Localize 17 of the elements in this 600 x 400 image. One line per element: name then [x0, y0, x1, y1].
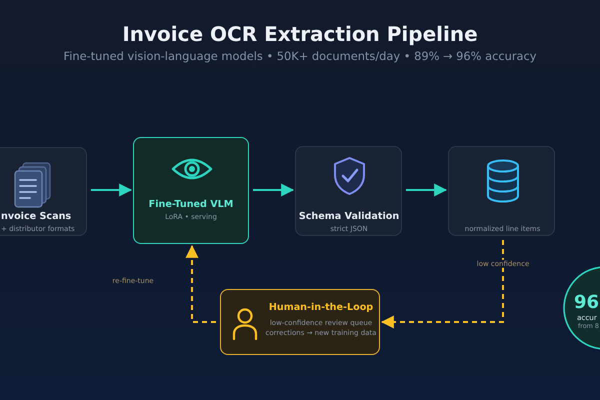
node-title: Fine-Tuned VLM — [148, 199, 234, 210]
arrow — [406, 184, 448, 196]
stage-card — [133, 137, 249, 244]
stage-card — [295, 146, 402, 236]
arrow — [91, 184, 132, 196]
arrow — [253, 184, 294, 196]
metric-value: 96 — [574, 293, 600, 313]
node-title: Human-in-the-Loop — [268, 302, 374, 314]
diagram-subtitle: Fine-tuned vision-language models • 50K+ documents/day • 89% → 96% accuracy — [63, 50, 537, 64]
stage-card — [448, 146, 555, 236]
review-card — [220, 289, 380, 355]
stage-card — [0, 147, 87, 236]
diagram-title: Invoice OCR Extraction Pipeline — [122, 22, 478, 46]
dashed-arrow — [380, 240, 504, 328]
dashed-arrow — [186, 244, 216, 323]
node-title: Schema Validation — [298, 211, 400, 222]
node-title: nvoice Scans — [1, 211, 72, 222]
